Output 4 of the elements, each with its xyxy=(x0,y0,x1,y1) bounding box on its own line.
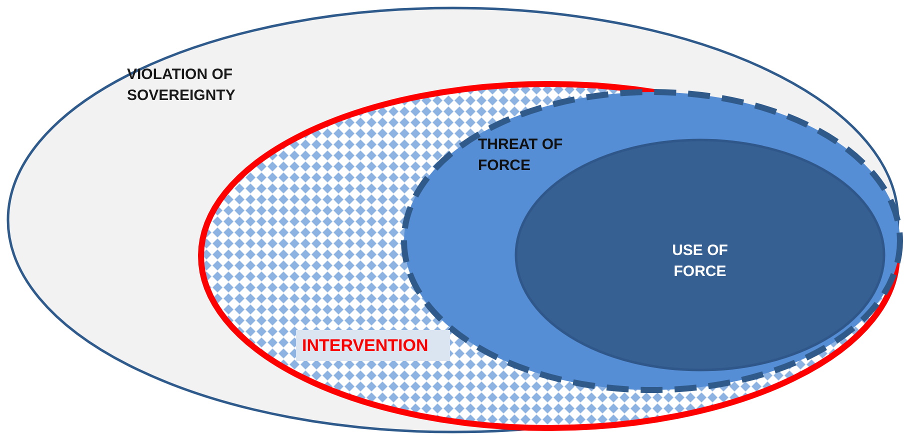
region-label: INTERVENTION xyxy=(296,330,450,361)
region-label: THREAT OF FORCE xyxy=(478,135,564,176)
region-label: USE OF FORCE xyxy=(671,241,729,282)
region-label: VIOLATION OF SOVEREIGNTY xyxy=(127,65,236,106)
